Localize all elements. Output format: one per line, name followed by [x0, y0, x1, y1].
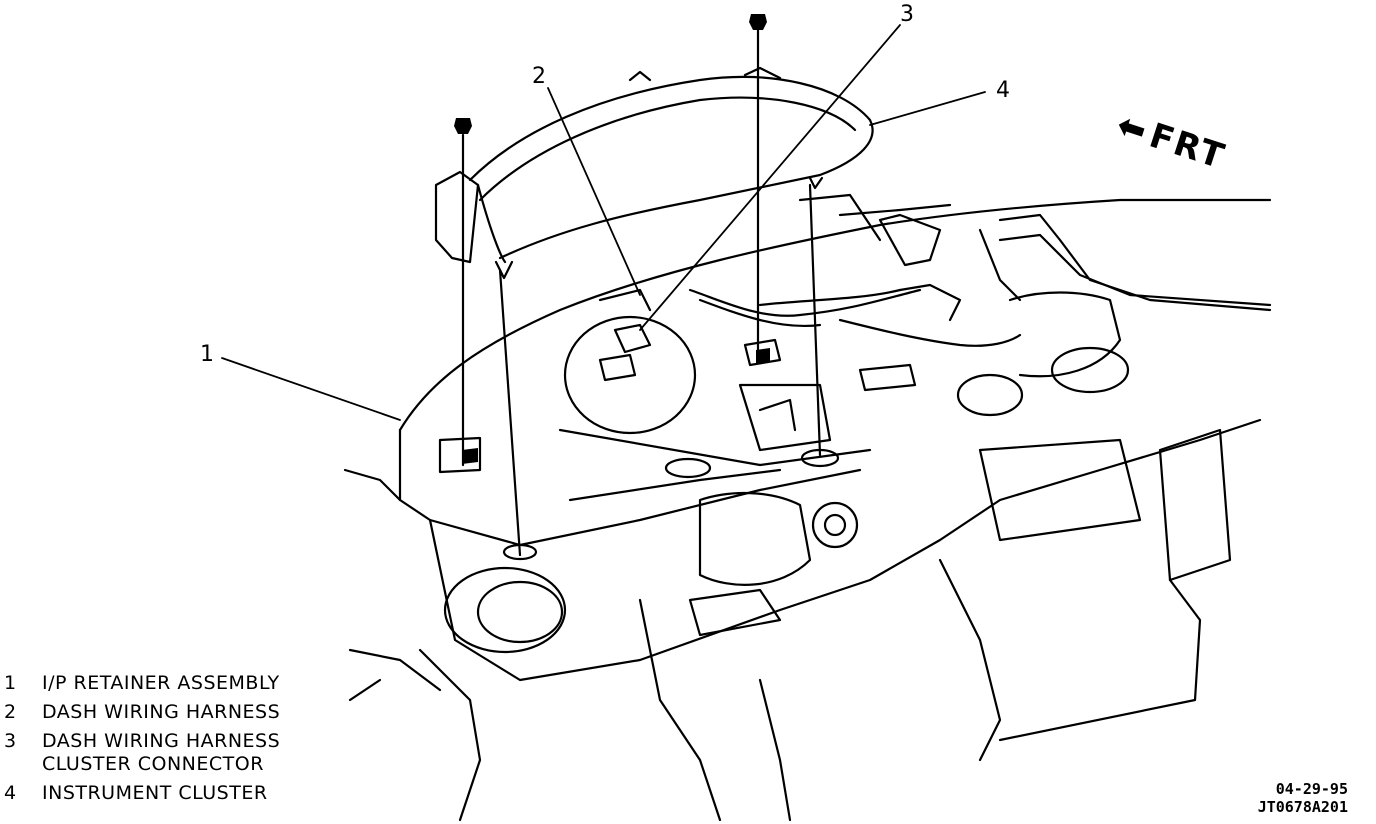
dash-wiring-harness-drawing [688, 213, 1022, 347]
legend-number: 1 [4, 672, 17, 694]
legend-text: I/P RETAINER ASSEMBLY [42, 672, 280, 694]
leader-line-1 [221, 357, 401, 421]
leader-lines [221, 24, 986, 421]
fastener-clip-icon [756, 348, 770, 364]
ip-retainer-drawing [343, 193, 1272, 822]
figure-code: JT0678A201 [1257, 798, 1348, 816]
callout-3: 3 [900, 2, 914, 27]
legend-text: DASH WIRING HARNESS CLUSTER CONNECTOR [42, 730, 281, 775]
callout-2: 2 [532, 64, 546, 89]
instrument-cluster-drawing [434, 66, 874, 280]
leader-line-3 [639, 24, 901, 331]
leader-line-4 [869, 91, 986, 126]
figure-date: 04-29-95 [1275, 780, 1348, 798]
screw-icon [749, 14, 767, 30]
legend-number: 4 [4, 782, 17, 804]
legend-item: 1 I/P RETAINER ASSEMBLY [4, 672, 280, 695]
legend-number: 2 [4, 701, 17, 723]
cluster-connector-drawing [563, 315, 782, 435]
figure-code-block: 04-29-95 JT0678A201 [1258, 780, 1348, 816]
legend-number: 3 [4, 730, 17, 752]
legend-text: INSTRUMENT CLUSTER [42, 782, 268, 804]
callout-4: 4 [996, 78, 1010, 103]
callout-1: 1 [200, 342, 214, 367]
fastener-clip-icon [462, 448, 478, 464]
legend-text: DASH WIRING HARNESS [42, 701, 281, 723]
leader-line-2 [547, 87, 641, 296]
parts-legend: 1 I/P RETAINER ASSEMBLY 2 DASH WIRING HA… [4, 672, 280, 811]
screw-icon [454, 118, 472, 134]
legend-item: 4 INSTRUMENT CLUSTER [4, 782, 280, 805]
legend-item: 3 DASH WIRING HARNESS CLUSTER CONNECTOR [4, 730, 280, 776]
legend-item: 2 DASH WIRING HARNESS [4, 701, 280, 724]
fastener-drawing [461, 28, 822, 557]
